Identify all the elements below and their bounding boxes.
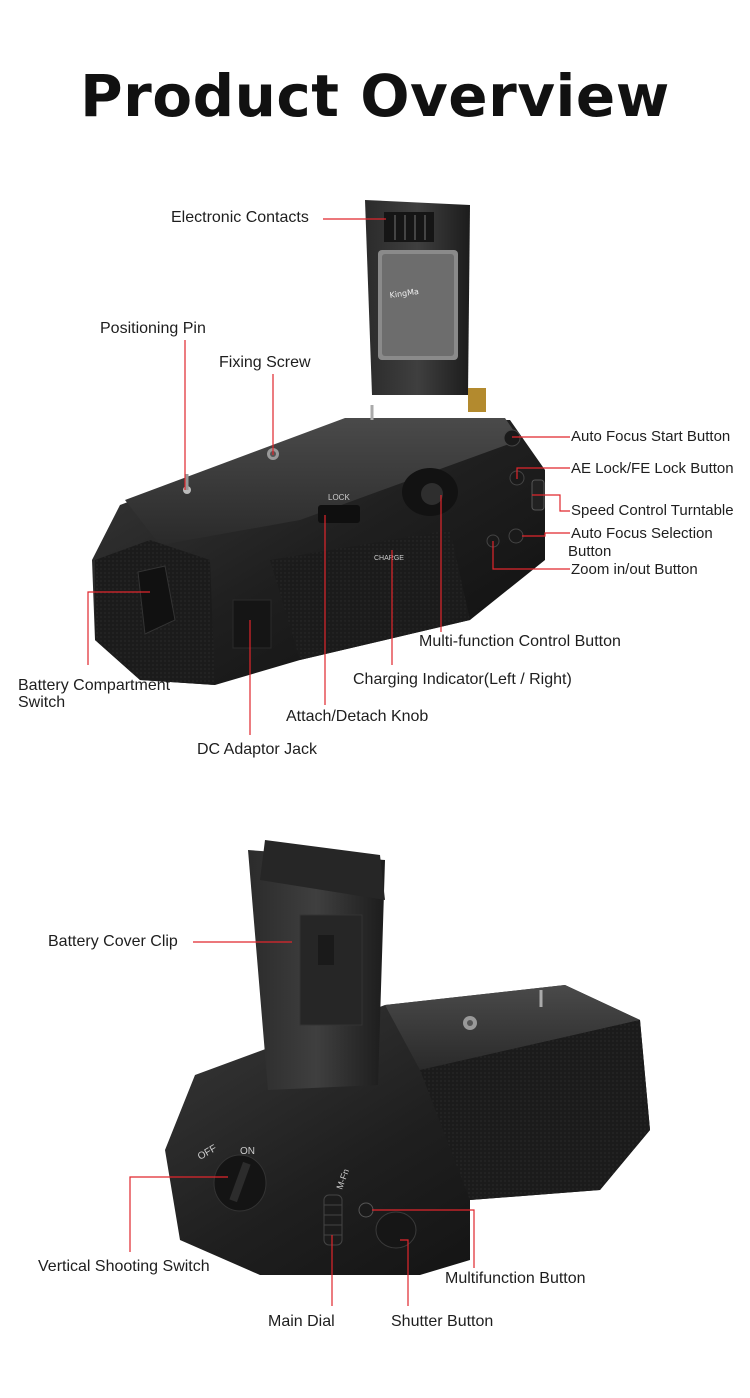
label-battery-cover-clip: Battery Cover Clip <box>48 933 178 950</box>
label-charging-indicator: Charging Indicator(Left / Right) <box>353 671 572 688</box>
label-multifunction-button: Multifunction Button <box>445 1270 586 1287</box>
page-title: Product Overview <box>80 62 670 130</box>
label-af-selection-line1: Auto Focus Selection <box>571 525 713 542</box>
label-ae-lock-button: AE Lock/FE Lock Button <box>571 460 734 477</box>
lock-text: LOCK <box>328 493 350 502</box>
label-positioning-pin: Positioning Pin <box>100 320 206 337</box>
label-speed-control: Speed Control Turntable <box>571 502 734 519</box>
battery-brand: KingMa <box>389 287 419 300</box>
label-fixing-screw: Fixing Screw <box>219 354 311 371</box>
label-main-dial: Main Dial <box>268 1313 335 1330</box>
label-shutter-button: Shutter Button <box>391 1313 494 1330</box>
callout-lines <box>87 218 570 1306</box>
grip-rear-view: OFF ON M-Fn <box>165 840 650 1275</box>
label-dc-jack: DC Adaptor Jack <box>197 741 318 758</box>
label-af-selection-line2: Button <box>568 543 612 560</box>
label-zoom-button: Zoom in/out Button <box>571 561 698 578</box>
label-battery-switch-line1: Battery Compartment <box>18 677 171 694</box>
label-electronic-contacts: Electronic Contacts <box>171 209 309 226</box>
grip-top-view: KingMa LOCK CHARGE <box>92 200 545 685</box>
label-vertical-shooting-switch: Vertical Shooting Switch <box>38 1258 210 1275</box>
label-af-start-button: Auto Focus Start Button <box>571 428 731 445</box>
charge-text: CHARGE <box>374 555 404 562</box>
label-attach-knob: Attach/Detach Knob <box>286 708 429 725</box>
label-battery-switch-line2: Switch <box>18 694 66 711</box>
on-text: ON <box>240 1146 255 1157</box>
label-multi-function-control: Multi-function Control Button <box>419 633 621 650</box>
